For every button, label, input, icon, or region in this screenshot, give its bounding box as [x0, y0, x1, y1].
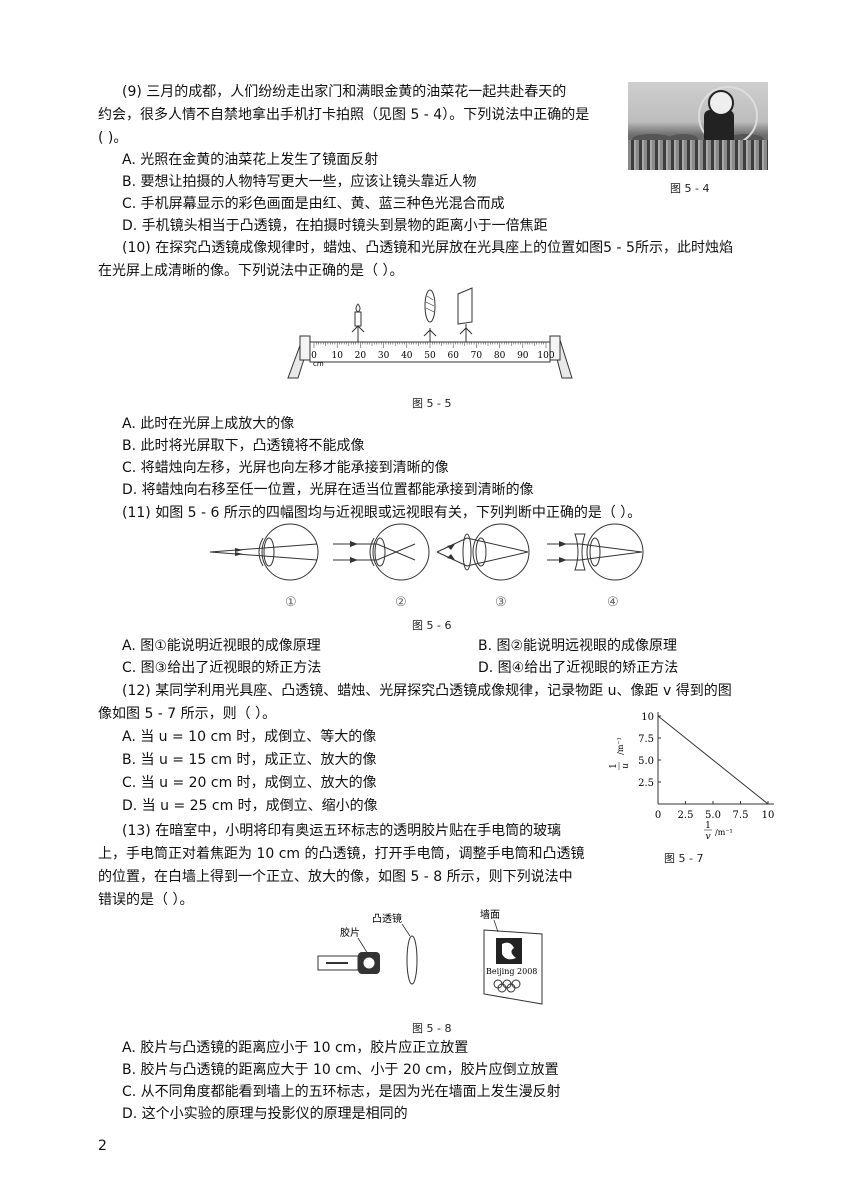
fig-5-6-caption: 图 5 - 6 [412, 619, 452, 632]
y-label-unit: /m⁻¹ [616, 737, 625, 755]
bench-unit: cm [313, 360, 324, 368]
light-screen [457, 287, 473, 342]
label-lens: 凸透镜 [372, 912, 402, 925]
y-tick-label: 7.5 [638, 734, 654, 745]
series-line [657, 715, 769, 805]
y-label-num: 1 [609, 763, 619, 769]
bench-tick-label: 80 [494, 351, 506, 361]
bench-tick-label: 50 [424, 351, 436, 361]
fig-5-6-eye-diagrams: ① ② ③ ④ [209, 523, 644, 610]
q9-option-d: D. 手机镜头相当于凸透镜，在拍摄时镜头到景物的距离小于一倍焦距 [122, 218, 548, 234]
wall: Beijing 2008 [483, 929, 543, 1005]
fig-5-4-caption: 图 5 - 4 [670, 182, 710, 195]
panel-label-1: ① [285, 595, 297, 610]
x-tick-label: 2.5 [678, 810, 694, 821]
x-tick-label: 5.0 [705, 810, 721, 821]
fig-5-4-photo [628, 82, 768, 170]
q13-option-a: A. 胶片与凸透镜的距离应小于 10 cm，胶片应正立放置 [122, 1040, 469, 1056]
q10-line-2: 在光屏上成清晰的像。下列说法中正确的是（ ）。 [98, 263, 404, 279]
q9-option-c: C. 手机屏幕显示的彩色画面是由红、黄、蓝三种色光混合而成 [122, 196, 505, 212]
fig-5-5-optical-bench: 0 10 20 30 40 50 60 70 80 90 100 cm [287, 287, 573, 379]
bench-tick-label: 60 [447, 351, 459, 361]
q10-option-a: A. 此时在光屏上成放大的像 [122, 416, 295, 432]
q11-option-a: A. 图①能说明近视眼的成像原理 [122, 638, 321, 654]
x-tick-label: 10 [762, 810, 775, 821]
q12-line-1: (12) 某同学利用光具座、凸透镜、蜡烛、光屏探究凸透镜成像规律，记录物距 u、… [122, 683, 732, 699]
y-label-den: u [621, 763, 631, 769]
candle [351, 303, 365, 342]
x-label-den: v [705, 832, 710, 842]
bench-tick-label: 10 [331, 351, 343, 361]
flashlight [317, 952, 380, 974]
bench-tick-label: 100 [537, 351, 554, 361]
q13-option-c: C. 从不同角度都能看到墙上的五环标志，是因为光在墙面上发生漫反射 [122, 1084, 561, 1100]
q13-line-1: (13) 在暗室中，小明将印有奥运五环标志的透明胶片贴在手电筒的玻璃 [122, 823, 562, 839]
eye-panel-1 [209, 523, 319, 581]
q12-option-b: B. 当 u = 15 cm 时，成正立、放大的像 [122, 752, 377, 768]
q9-line-1: (9) 三月的成都，人们纷纷走出家门和满眼金黄的油菜花一起共赴春天的 [122, 84, 567, 100]
label-film: 胶片 [340, 926, 360, 939]
q9-line-3: ( )。 [98, 130, 128, 146]
fig-5-7-caption: 图 5 - 7 [664, 852, 704, 865]
q11-line-1: (11) 如图 5 - 6 所示的四幅图均与近视眼或远视眼有关，下列判断中正确的… [122, 505, 642, 521]
convex-lens-2 [406, 935, 418, 985]
q10-option-c: C. 将蜡烛向左移，光屏也向左移才能承接到清晰的像 [122, 460, 449, 476]
bench-tick-label: 30 [378, 351, 390, 361]
eye-panel-2 [333, 523, 430, 581]
q9-option-a: A. 光照在金黄的油菜花上发生了镜面反射 [122, 152, 379, 168]
q10-line-1: (10) 在探究凸透镜成像规律时，蜡烛、凸透镜和光屏放在光具座上的位置如图5 -… [122, 240, 733, 256]
bench-tick-label: 20 [355, 351, 367, 361]
q9-line-2: 约会，很多人情不自禁地拿出手机打卡拍照（见图 5 - 4）。下列说法中正确的是 [98, 107, 590, 123]
q12-line-2: 像如图 5 - 7 所示，则（ ）。 [98, 706, 277, 722]
fig-5-8-caption: 图 5 - 8 [412, 1022, 452, 1035]
q13-line-2: 上，手电筒正对着焦距为 10 cm 的凸透镜，打开手电筒，调整手电筒和凸透镜 [98, 846, 585, 862]
q12-option-a: A. 当 u = 10 cm 时，成倒立、等大的像 [122, 729, 377, 745]
x-tick-label: 0 [655, 810, 661, 821]
q11-option-c: C. 图③给出了近视眼的矫正方法 [122, 660, 322, 676]
panel-label-3: ③ [495, 595, 507, 610]
panel-label-4: ④ [607, 595, 619, 610]
y-tick-label: 10 [641, 712, 654, 723]
bench-tick-label: 40 [401, 351, 413, 361]
bench-tick-label: 90 [517, 351, 529, 361]
bench-tick-label: 70 [471, 351, 483, 361]
q9-option-b: B. 要想让拍摄的人物特写更大一些，应该让镜头靠近人物 [122, 174, 477, 190]
q12-option-d: D. 当 u = 25 cm 时，成倒立、缩小的像 [122, 798, 378, 814]
q11-option-b: B. 图②能说明远视眼的成像原理 [478, 638, 678, 654]
x-label-unit: /m⁻¹ [715, 828, 733, 837]
label-beijing: Beijing 2008 [486, 967, 537, 976]
y-tick-label: 2.5 [638, 778, 654, 789]
q12-option-c: C. 当 u = 20 cm 时，成倒立、放大的像 [122, 775, 377, 791]
fig-5-8-projection: 胶片 凸透镜 Beijing 2008 墙面 [317, 908, 543, 1005]
y-tick-label: 5.0 [638, 756, 654, 767]
eye-panel-3 [436, 523, 530, 581]
fig-5-5-caption: 图 5 - 5 [412, 397, 452, 410]
label-wall: 墙面 [480, 908, 500, 921]
page-number: 2 [98, 1138, 107, 1154]
q11-option-d: D. 图④给出了近视眼的矫正方法 [478, 660, 679, 676]
eye-panel-4 [547, 523, 644, 581]
q10-option-d: D. 将蜡烛向右移至任一位置，光屏在适当位置都能承接到清晰的像 [122, 482, 534, 498]
x-label-num: 1 [705, 821, 711, 831]
bench-tick-label: 0 [311, 351, 317, 361]
panel-label-2: ② [395, 595, 407, 610]
q13-line-4: 错误的是（ ）。 [98, 892, 194, 908]
x-tick-label: 7.5 [733, 810, 749, 821]
q13-line-3: 的位置，在白墙上得到一个正立、放大的像，如图 5 - 8 所示，则下列说法中 [98, 869, 573, 885]
q13-option-d: D. 这个小实验的原理与投影仪的原理是相同的 [122, 1106, 408, 1122]
q13-option-b: B. 胶片与凸透镜的距离应大于 10 cm、小于 20 cm，胶片应倒立放置 [122, 1062, 559, 1078]
convex-lens [423, 289, 437, 342]
q10-option-b: B. 此时将光屏取下，凸透镜将不能成像 [122, 438, 365, 454]
